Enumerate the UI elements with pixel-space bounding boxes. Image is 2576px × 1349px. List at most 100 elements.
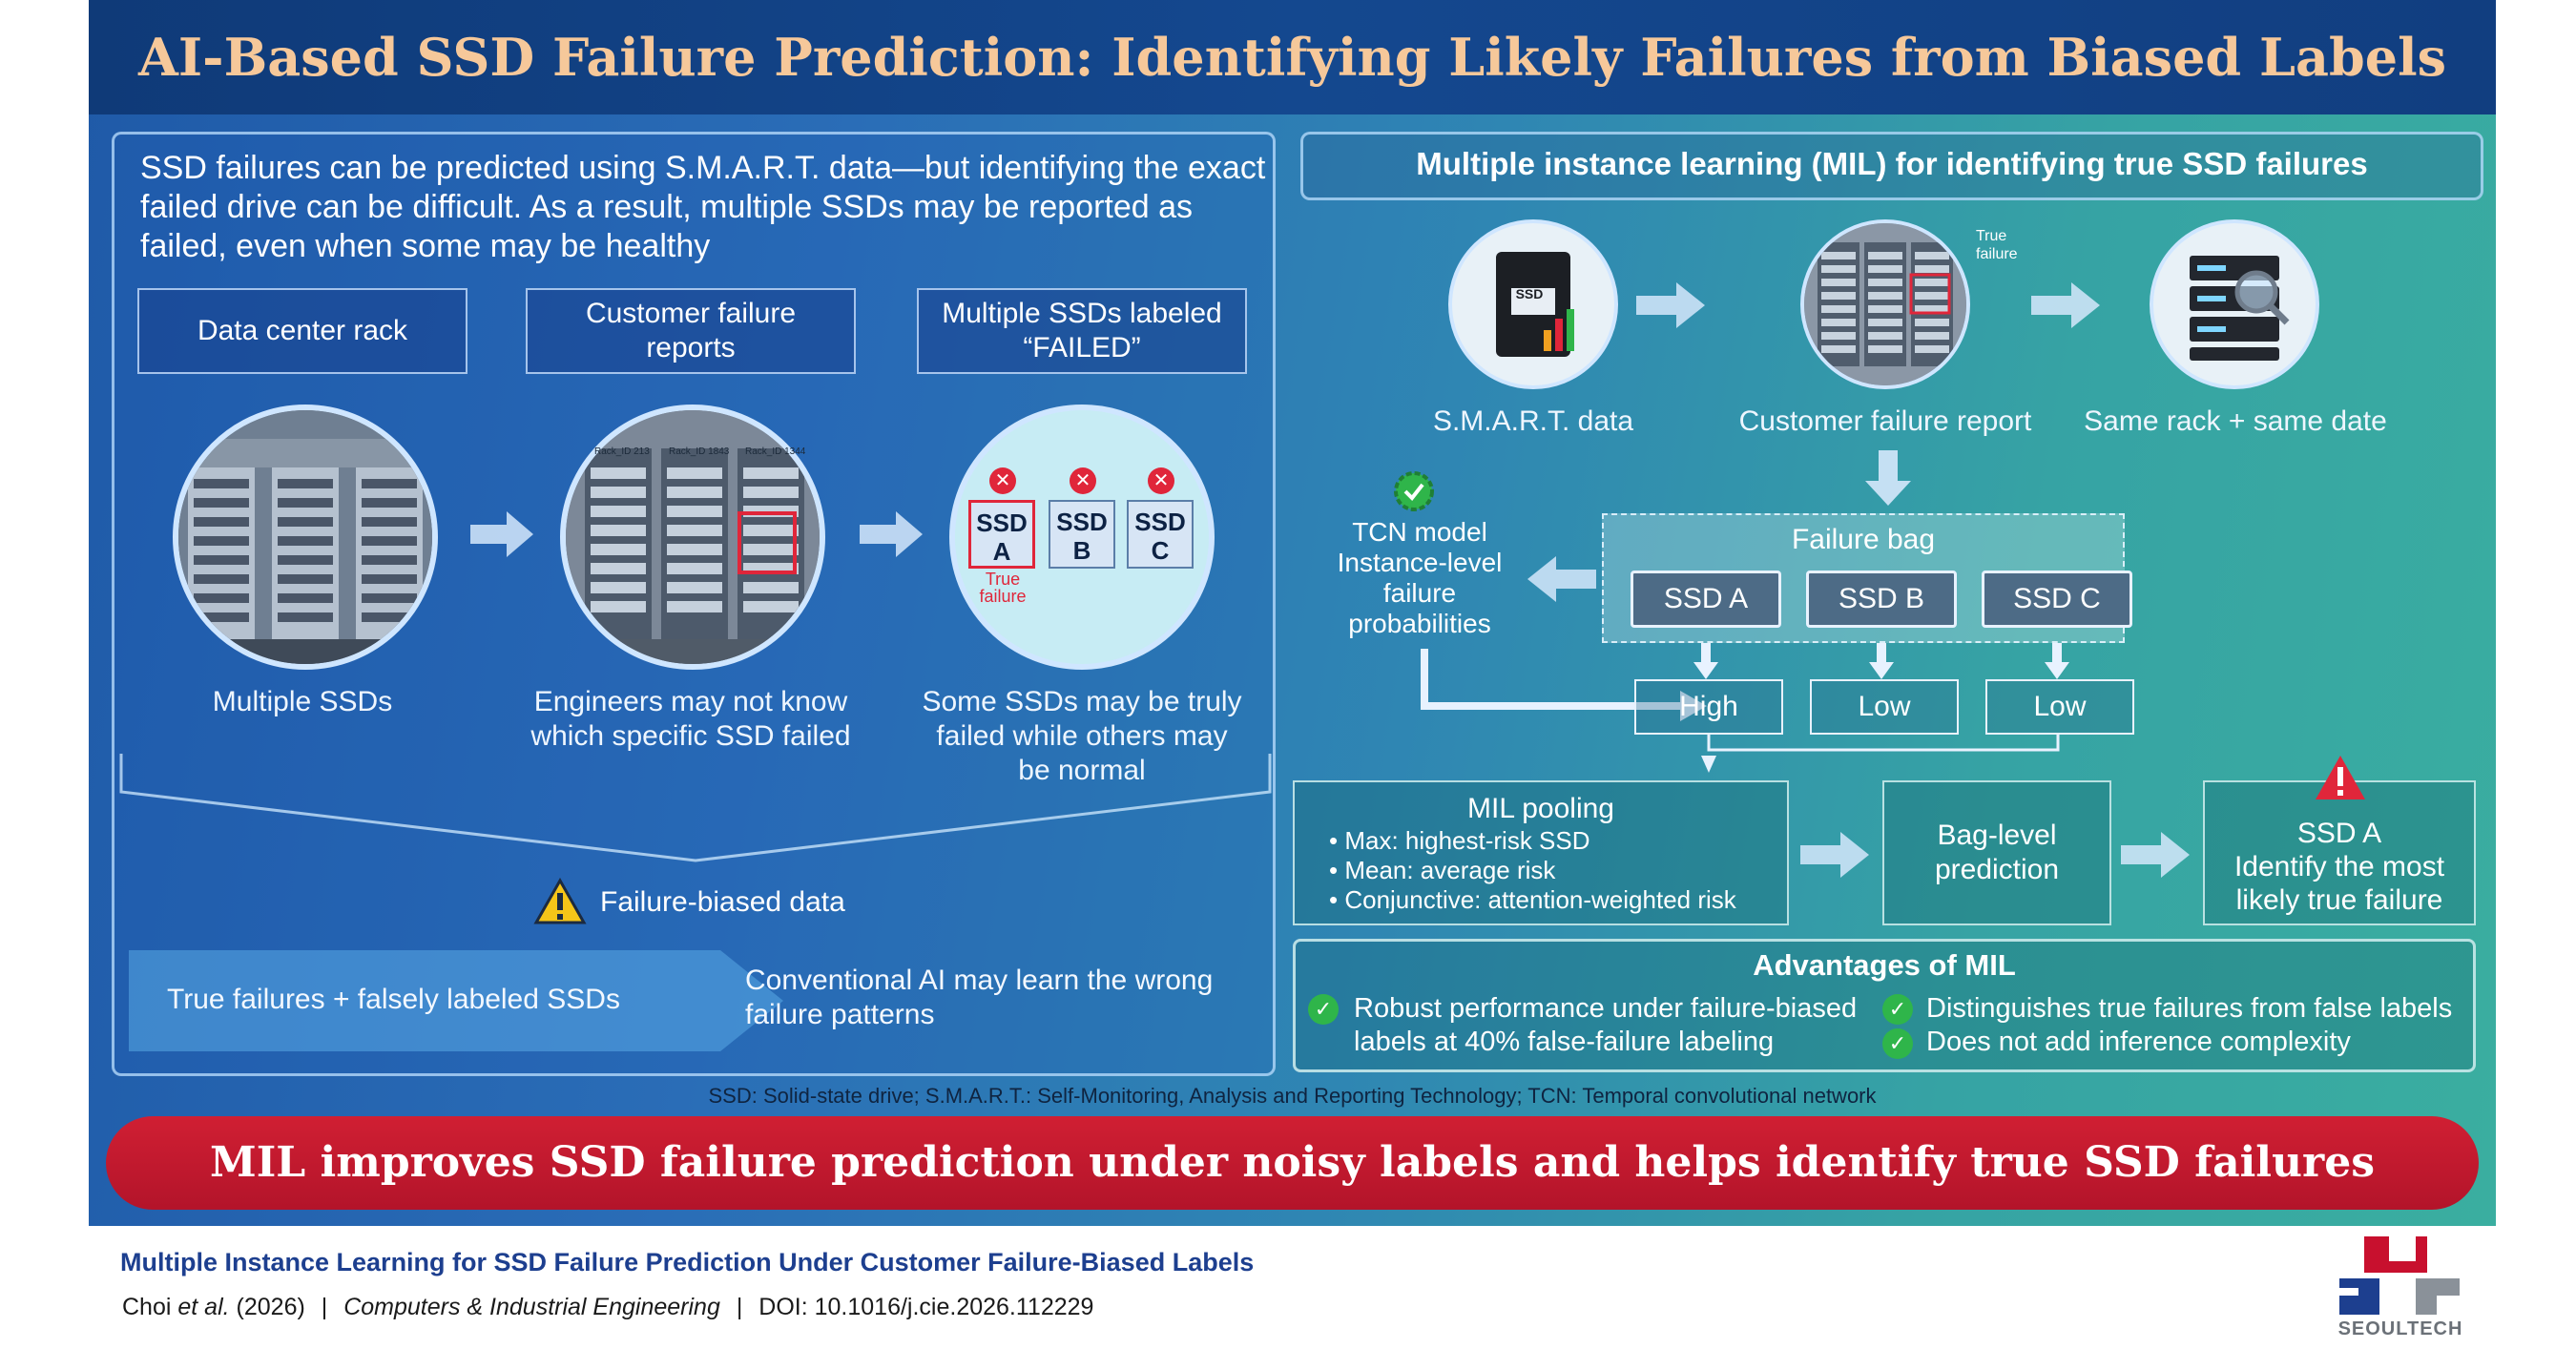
pool-item-max: • Max: highest-risk SSD [1329, 826, 1590, 855]
check-icon-3: ✓ [1882, 1028, 1913, 1059]
true-failures-falsely-labeled: True failures + falsely labeled SSDs [167, 984, 620, 1015]
multiple-ssds-labeled-line1: Multiple SSDs labeled [942, 298, 1222, 329]
citation-sep-1: | [321, 1294, 328, 1320]
x-mark-icon-b: ✕ [1070, 467, 1096, 494]
caption-engineers: Engineers may not know which specific SS… [507, 685, 875, 754]
rack-cabinet-icon [1804, 223, 1966, 385]
same-rack-illustration [2150, 219, 2319, 389]
tcn-line4: probabilities [1348, 609, 1491, 638]
arrow-down-icon [1693, 643, 1718, 679]
rack-id-label-3: Rack_ID 1344 [745, 446, 806, 457]
true-failure-note-line1: True [1976, 228, 2007, 244]
paper-title: Multiple Instance Learning for SSD Failu… [120, 1248, 1255, 1276]
caption-multiple-ssds: Multiple SSDs [212, 686, 393, 717]
caption-smart-data: S.M.A.R.T. data [1432, 405, 1634, 437]
mil-pooling-list: • Max: highest-risk SSD • Mean: average … [1329, 826, 1777, 915]
citation-etal: et al. [177, 1294, 230, 1320]
citation-footer [89, 1226, 2496, 1349]
caption-some-ssds-line3: be normal [1018, 755, 1146, 786]
result-line3: likely true failure [2235, 883, 2443, 916]
main-title: AI-Based SSD Failure Prediction: Identif… [138, 27, 2446, 88]
ssd-c-chip: SSD C [1127, 500, 1194, 569]
bag-level-prediction-line2: prediction [1934, 854, 2060, 885]
rack-id-label-1: Rack_ID 213 [594, 446, 650, 457]
conclusion-text: MIL improves SSD failure prediction unde… [210, 1138, 2375, 1187]
failure-biased-label: Failure-biased data [600, 886, 845, 918]
seoultech-logo-text: SEOULTECH [2337, 1318, 2463, 1339]
tcn-line2: Instance-level [1337, 548, 1503, 577]
true-failure-note-line2: failure [1976, 246, 2018, 262]
citation-line: Choi et al. (2026) | Computers & Industr… [122, 1294, 1093, 1321]
bag-level-prediction-line1: Bag-level [1937, 820, 2057, 851]
x-mark-icon-a: ✕ [989, 467, 1016, 494]
check-icon-1: ✓ [1308, 994, 1339, 1025]
result-box: SSD A Identify the most likely true fail… [2203, 780, 2476, 925]
alert-triangle-icon [2316, 756, 2365, 799]
right-header: Multiple instance learning (MIL) for ide… [1416, 146, 2368, 181]
check-icon-2: ✓ [1882, 994, 1913, 1025]
conventional-ai-text: Conventional AI may learn the wrong fail… [745, 964, 1213, 1032]
level-high: High [1634, 679, 1783, 735]
server-rack-icon [178, 410, 432, 664]
arrow-right-icon [1800, 832, 1869, 878]
customer-failure-reports-box: Customer failure reports [526, 288, 856, 374]
pool-item-mean: • Mean: average risk [1329, 856, 1556, 884]
arrow-right-icon [2031, 282, 2100, 328]
tcn-line1: TCN model [1352, 517, 1487, 547]
caption-same-rack: Same rack + same date [2084, 405, 2387, 437]
citation-author: Choi [122, 1294, 172, 1320]
mil-pooling-box [1293, 780, 1789, 925]
citation-sep-2: | [736, 1294, 743, 1320]
true-failure-tag-line1: True [985, 570, 1021, 589]
arrow-right-icon [1636, 282, 1705, 328]
advantage-1-line1: Robust performance under failure-biased [1354, 993, 1858, 1024]
customer-failure-reports-line2: reports [646, 332, 736, 363]
ssd-b-chip: SSD B [1049, 500, 1115, 569]
server-magnifier-icon [2190, 256, 2290, 361]
conventional-ai-line1: Conventional AI may learn the wrong [745, 965, 1214, 996]
elbow-arrow-to-high [1421, 649, 1707, 721]
arrow-down-icon [2045, 643, 2069, 679]
mil-pooling-title: MIL pooling [1467, 793, 1614, 824]
title-bar [89, 0, 2496, 114]
arrow-down-icon [1865, 450, 1911, 506]
citation-doi: DOI: 10.1016/j.cie.2026.112229 [758, 1294, 1094, 1320]
caption-engineers-line1: Engineers may not know [533, 686, 848, 717]
rack-id-label-2: Rack_ID 1843 [669, 446, 730, 457]
caption-some-ssds-line2: failed while others may [936, 720, 1228, 752]
true-failure-tag-line2: failure [979, 587, 1027, 606]
level-low-b: Low [1810, 679, 1959, 735]
smart-data-illustration [1448, 219, 1618, 389]
pool-item-conjunctive: • Conjunctive: attention-weighted risk [1329, 885, 1736, 914]
failure-bag-title: Failure bag [1791, 524, 1936, 555]
tcn-line3: failure [1382, 578, 1457, 608]
advantage-1-line2: labels at 40% false-failure labeling [1354, 1027, 1775, 1057]
advantage-3: Does not add inference complexity [1926, 1027, 2351, 1057]
customer-failure-reports-illustration [560, 405, 825, 670]
arrow-right-icon [2121, 832, 2190, 878]
advantage-1: Robust performance under failure-biased … [1354, 992, 1857, 1059]
caption-engineers-line2: which specific SSD failed [530, 720, 851, 752]
caption-some-ssds-line1: Some SSDs may be truly [922, 686, 1242, 717]
multiple-ssds-labeled-line2: “FAILED” [1023, 332, 1141, 363]
arrow-right-icon [470, 511, 533, 557]
seoultech-logo-icon [2339, 1236, 2460, 1315]
x-mark-icon-c: ✕ [1148, 467, 1174, 494]
multiple-ssds-labeled-box: Multiple SSDs labeled “FAILED” [917, 288, 1247, 374]
citation-year: (2026) [236, 1294, 305, 1320]
result-line2: Identify the most [2233, 850, 2445, 882]
abbreviation-footnote: SSD: Solid-state drive; S.M.A.R.T.: Self… [708, 1084, 1877, 1108]
converge-connector [1701, 735, 2060, 773]
ssd-a-chip: SSD A [968, 500, 1035, 569]
funnel-bracket [119, 754, 1272, 862]
ssd-drive-icon [1496, 252, 1574, 357]
infographic-poster: AI-Based SSD Failure Prediction: Identif… [89, 0, 2496, 1226]
conventional-ai-line2: failure patterns [745, 999, 935, 1030]
arrow-right-icon [860, 511, 923, 557]
data-center-rack-illustration [173, 405, 438, 670]
rack-cabinet-icon [566, 410, 820, 664]
data-center-rack-label: Data center rack [197, 315, 408, 346]
arrow-down-icon [1869, 643, 1894, 679]
caption-customer-report: Customer failure report [1738, 405, 2032, 437]
advantages-title: Advantages of MIL [1753, 948, 2016, 982]
